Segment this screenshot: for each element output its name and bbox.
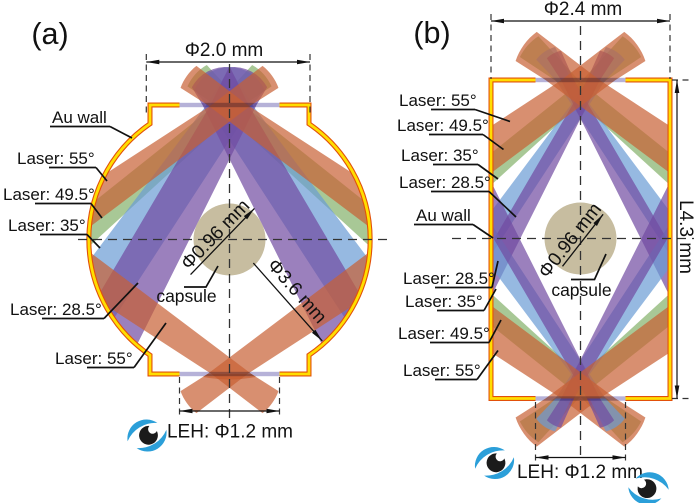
b-label-laser-55-bot: Laser: 55° — [403, 361, 481, 380]
beam-55-top-left — [440, 31, 646, 320]
a-dim-capsule-diameter-line — [190, 207, 255, 276]
beam-55-bottom-right — [545, 305, 670, 399]
beam-28_5-bottom-right — [546, 398, 574, 428]
b-label-laser-55-top: Laser: 55° — [399, 91, 477, 110]
au-wall-gold — [625, 78, 672, 400]
beam-28_5-bottom-left — [491, 181, 600, 399]
b-panel-tag: (b) — [413, 16, 450, 50]
b-dim-length-textg: L4.3 mm — [675, 200, 696, 274]
beam-55-top-right — [515, 31, 700, 320]
b-label-laser-55-bot-leader — [476, 350, 499, 380]
a-dim-leh-text: LEH: Φ1.2 mm — [167, 422, 293, 443]
beam-28_5-bottom-right — [561, 181, 670, 399]
a-label-au-wall-leader — [109, 125, 133, 139]
a-label-au-wall: Au wall — [52, 108, 107, 127]
au-wall-gold — [87, 103, 180, 376]
beam-55-bottom-right — [180, 175, 370, 380]
b-label-laser-49_5-top-leader — [482, 133, 505, 151]
a-label-laser-49_5-top-leader — [90, 202, 103, 219]
b-label-laser-49_5-bot: Laser: 49.5° — [398, 324, 490, 343]
b-label-laser-49_5-bot-leader — [488, 319, 502, 343]
b-label-laser-35-top: Laser: 35° — [401, 146, 479, 165]
b-label-laser-35-top-leader — [477, 163, 499, 180]
b-label-laser-35-bot: Laser: 35° — [405, 292, 483, 311]
a-label-laser-28_5-bot-leader — [103, 282, 139, 320]
beam-28_5-bottom-left — [587, 398, 615, 428]
a-label-laser-55-bot-leader — [133, 322, 167, 368]
a-beams-bottom — [180, 374, 279, 414]
leh-window-top — [179, 102, 280, 108]
a-dim-top-diameter-text: Φ2.0 mm — [185, 40, 264, 61]
beam-55-bottom-right — [180, 374, 248, 414]
a-label-laser-35-top-leader — [86, 233, 101, 249]
b-label-laser-55-top-leader — [474, 108, 511, 123]
b-label-au-wall-leader — [472, 223, 494, 239]
a-label-laser-55-bot: Laser: 55° — [55, 349, 133, 368]
a-capsule-leader — [184, 265, 219, 288]
b-dim-capsule-diameter-line — [561, 213, 604, 267]
a-label-laser-49_5-top: Laser: 49.5° — [3, 185, 95, 204]
leh-window-bottom — [535, 396, 626, 401]
b-label-laser-28_5-top-leader — [488, 190, 517, 218]
beam-55-bottom-left — [491, 305, 616, 399]
b-label-laser-28_5-bot: Laser: 28.5° — [403, 269, 495, 288]
b-beams-bottom — [515, 398, 646, 447]
au-wall-gold — [489, 78, 536, 400]
b-dim-top-diameter-text: Φ2.4 mm — [544, 0, 623, 20]
a-dim-hohlraum-diameter-line — [252, 262, 323, 342]
a-capsule-label: capsule — [156, 286, 216, 306]
b-beams-bottom — [491, 181, 670, 399]
b-capsule-leader — [571, 253, 607, 281]
a-beams-bottom — [89, 175, 370, 380]
b-capsule-label: capsule — [551, 280, 611, 300]
a-label-laser-28_5-bot: Laser: 28.5° — [10, 300, 102, 319]
b-label-au-wall: Au wall — [416, 206, 471, 225]
a-label-laser-55-top: Laser: 55° — [17, 149, 95, 168]
b-dim-leh-text: LEH: Φ1.2 mm — [517, 462, 643, 483]
a-label-laser-55-top-leader — [95, 166, 108, 182]
b-label-laser-28_5-top: Laser: 28.5° — [399, 173, 491, 192]
b-dim-length-text: L4.3 mm — [675, 200, 696, 274]
leh-window-bottom — [179, 371, 280, 377]
a-panel-tag: (a) — [31, 17, 68, 51]
beam-55-bottom-left — [89, 175, 279, 380]
a-label-laser-35-top: Laser: 35° — [8, 216, 86, 235]
b-label-laser-28_5-bot-leader — [491, 260, 499, 288]
b-label-laser-35-bot-leader — [483, 288, 497, 311]
b-label-laser-49_5-top: Laser: 49.5° — [397, 116, 489, 135]
